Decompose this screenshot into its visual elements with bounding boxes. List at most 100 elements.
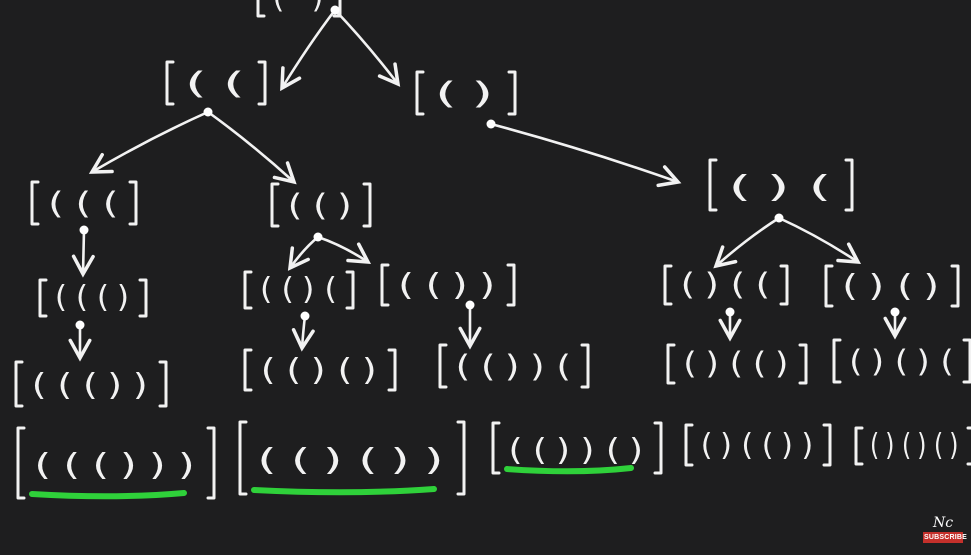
right-square-bracket: [507, 70, 517, 116]
tree-node: ()(: [708, 158, 854, 223]
edge-n_l-to-n_lr: [206, 110, 297, 185]
right-square-bracket: [387, 348, 397, 392]
tree-node: ((: [165, 60, 267, 117]
edge-n_lrl-to-n_lrll: [291, 314, 315, 352]
right-square-bracket: [779, 264, 789, 306]
edge-n_rr-to-n_rrr: [777, 216, 862, 264]
tree-node: ((): [270, 182, 372, 242]
right-square-bracket: [206, 426, 216, 500]
right-square-bracket: [798, 343, 808, 385]
right-square-bracket: [822, 423, 832, 467]
left-square-bracket: [491, 421, 501, 475]
edge-n_lr-to-n_lrr: [316, 235, 372, 264]
leaf-node: (()()): [238, 420, 466, 496]
tree-node: (()): [380, 263, 516, 310]
tree-node: ()(): [824, 264, 960, 317]
left-square-bracket: [238, 420, 248, 496]
left-square-bracket: [38, 278, 48, 318]
branch-point-dot: [890, 307, 900, 317]
left-square-bracket: [270, 182, 280, 228]
edge-root-to-n_r: [333, 8, 401, 87]
right-square-bracket: [653, 421, 663, 475]
node-label: (): [428, 77, 504, 112]
left-square-bracket: [30, 180, 40, 226]
node-label: ()(): [837, 269, 947, 304]
node-label: (()): [393, 268, 503, 303]
subscribe-badge[interactable]: SUBSCRIBE: [923, 532, 968, 543]
branch-point-dot: [203, 107, 213, 117]
node-label: ()((: [676, 268, 776, 303]
branch-point-dot: [313, 232, 323, 242]
tree-node: ( ): [256, 0, 342, 18]
right-square-bracket: [962, 338, 971, 384]
node-label: ((): [283, 189, 359, 224]
node-label: ()()(): [867, 428, 963, 463]
right-square-bracket: [950, 264, 960, 308]
channel-logo[interactable]: Nc SUBSCRIBE: [923, 515, 968, 543]
node-label: ()(: [721, 170, 841, 205]
leaf-node: ((())): [16, 426, 216, 500]
tree-node: ()((: [663, 264, 789, 317]
branch-point-dot: [725, 307, 735, 317]
node-label: ()()(: [845, 345, 959, 380]
right-square-bracket: [506, 263, 516, 307]
leaf-node: (())(): [491, 421, 663, 475]
right-square-bracket: [332, 0, 342, 18]
left-square-bracket: [256, 0, 266, 18]
valid-result-underline: [504, 465, 634, 475]
right-square-bracket: [257, 60, 267, 106]
branch-point-dot: [774, 213, 784, 223]
edge-root-to-n_l: [280, 8, 337, 92]
edge-n_rr-to-n_rrl: [713, 216, 781, 269]
left-square-bracket: [16, 426, 26, 500]
left-square-bracket: [854, 426, 864, 466]
branch-point-dot: [465, 300, 475, 310]
leaf-node: ()(()): [684, 423, 832, 467]
left-square-bracket: [832, 338, 842, 384]
node-label: (()(): [256, 353, 384, 388]
left-square-bracket: [666, 343, 676, 385]
right-square-bracket: [138, 278, 148, 318]
right-square-bracket: [362, 182, 372, 228]
tree-node: (((: [30, 180, 138, 235]
node-label: (())(): [504, 433, 650, 468]
left-square-bracket: [663, 264, 673, 306]
left-square-bracket: [708, 158, 718, 212]
tree-node: ((()): [14, 360, 168, 408]
edge-n_lr-to-n_lrl: [287, 235, 320, 271]
node-label: (()()): [251, 443, 453, 478]
tree-node: ()((): [666, 343, 808, 385]
branch-point-dot: [75, 320, 85, 330]
branch-point-dot: [330, 5, 340, 15]
right-square-bracket: [158, 360, 168, 408]
edge-n_ll-to-n_lll: [71, 228, 95, 278]
left-square-bracket: [243, 270, 253, 310]
branch-point-dot: [300, 311, 310, 321]
right-square-bracket: [345, 270, 355, 310]
tree-node: (): [415, 70, 517, 129]
node-label: (())(: [451, 350, 577, 385]
tree-node: (()(): [243, 348, 397, 392]
valid-result-underline: [251, 486, 437, 496]
left-square-bracket: [824, 264, 834, 308]
left-square-bracket: [243, 348, 253, 392]
left-square-bracket: [684, 423, 694, 467]
left-square-bracket: [380, 263, 390, 307]
left-square-bracket: [415, 70, 425, 116]
right-square-bracket: [844, 158, 854, 212]
tree-node: (()(: [243, 270, 355, 321]
node-label: ()((): [679, 347, 795, 382]
right-square-bracket: [128, 180, 138, 226]
edge-n_l-to-n_ll: [88, 110, 210, 174]
valid-result-underline: [29, 490, 187, 500]
branch-point-dot: [79, 225, 89, 235]
left-square-bracket: [14, 360, 24, 408]
node-label: ((())): [29, 448, 203, 483]
tree-node: (((): [38, 278, 148, 330]
logo-mark: Nc: [932, 515, 954, 531]
tree-node: ()()(: [832, 338, 971, 384]
left-square-bracket: [165, 60, 175, 106]
node-label: ((()): [27, 368, 155, 403]
node-label: (()(: [256, 272, 342, 307]
node-label: ( ): [269, 0, 329, 16]
